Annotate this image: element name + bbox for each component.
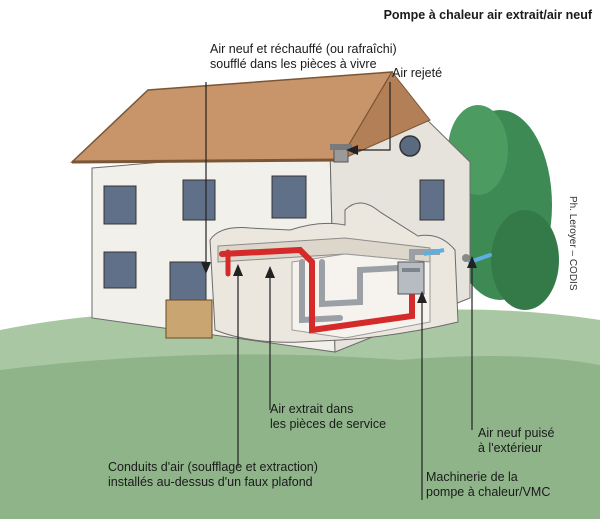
window [103,185,137,225]
supply-ducts [219,246,415,334]
exhaust-outlet [333,147,349,163]
window [103,251,137,289]
label-air-rejete: Air rejeté [392,66,443,80]
label-machinerie: Machinerie de la pompe à chaleur/VMC [426,470,551,499]
label-conduits: Conduits d'air (soufflage et extraction)… [108,460,318,489]
door [165,299,213,339]
label-air-puise: Air neuf puisé à l'extérieur [478,426,555,455]
grass-shade [0,354,600,519]
extract-ducts [299,259,401,324]
diagram-title: Pompe à chaleur air extrait/air neuf [383,8,592,22]
window [419,179,445,221]
heat-pump-unit [397,248,445,295]
window [169,261,207,307]
round-window [399,135,421,157]
arrow-heads [201,145,477,303]
leader-lines [205,82,473,500]
window [182,179,216,221]
label-air-extrait: Air extrait dans les pièces de service [270,402,387,431]
window [271,175,307,219]
image-credit: Ph. Leroyer – CODIS [567,196,578,291]
label-air-neuf: Air neuf et réchauffé (ou rafraîchi) sou… [210,42,397,71]
